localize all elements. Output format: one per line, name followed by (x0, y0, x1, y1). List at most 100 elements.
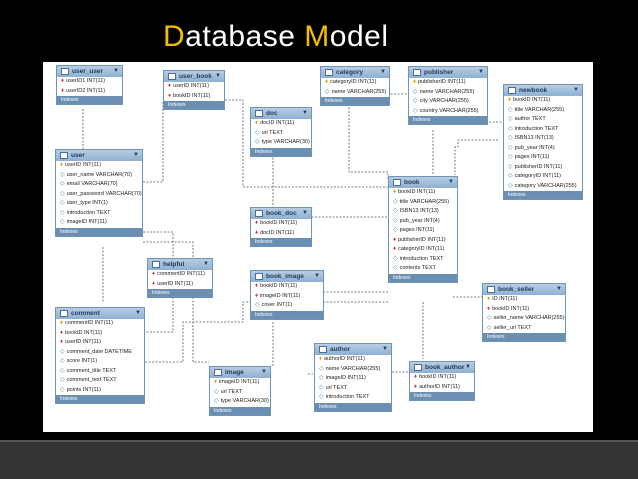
table-helpful[interactable]: helpful▼ ♦commentID INT(11)♦userID INT(1… (147, 258, 213, 298)
column-row[interactable]: ♦bookID INT(11) (483, 305, 565, 315)
indexes-bar[interactable]: Indexes (315, 402, 391, 411)
column-row[interactable]: ♦bookID INT(11) (389, 188, 457, 198)
column-row[interactable]: ♦bookID INT(11) (164, 92, 224, 102)
column-row[interactable]: ♦publisherID INT(11) (409, 78, 487, 88)
table-book_doc[interactable]: book_doc▼ ♦bookID INT(11)♦docID INT(11) … (250, 207, 312, 247)
column-row[interactable]: ◇category VARCHAR(255) (504, 182, 582, 192)
column-row[interactable]: ♦userID2 INT(11) (57, 87, 122, 97)
indexes-bar[interactable]: Indexes (483, 333, 565, 341)
table-category[interactable]: category▼ ♦categoryID INT(11)◇name VARCH… (320, 66, 390, 106)
table-book[interactable]: book▼ ♦bookID INT(11)◇title VARCHAR(255)… (388, 176, 458, 283)
indexes-bar[interactable]: Indexes (389, 273, 457, 282)
chevron-down-icon[interactable]: ▼ (573, 87, 579, 93)
indexes-bar[interactable]: Indexes (148, 289, 212, 297)
column-row[interactable]: ♦publisherID INT(11) (389, 236, 457, 246)
table-book_image[interactable]: book_image▼ ♦bookID INT(11)♦imageID INT(… (250, 270, 324, 320)
column-row[interactable]: ◇author TEXT (504, 115, 582, 125)
indexes-bar[interactable]: Indexes (251, 238, 311, 246)
column-row[interactable]: ◇name VARCHAR(255) (321, 88, 389, 98)
column-row[interactable]: ◇user_name VARCHAR(70) (56, 171, 142, 181)
column-row[interactable]: ◇url TEXT (251, 129, 311, 139)
column-row[interactable]: ♦commentID INT(11) (148, 270, 212, 280)
chevron-down-icon[interactable]: ▼ (215, 73, 221, 79)
column-row[interactable]: ◇categoryID INT(11) (504, 172, 582, 182)
column-row[interactable]: ♦commentID INT(11) (56, 319, 144, 329)
column-row[interactable]: ◇imageID INT(11) (56, 218, 142, 228)
column-row[interactable]: ◇publisherID INT(11) (504, 163, 582, 173)
indexes-bar[interactable]: Indexes (251, 147, 311, 156)
column-row[interactable]: ◇comment_date DATETIME (56, 348, 144, 358)
column-row[interactable]: ♦categoryID INT(11) (389, 245, 457, 255)
column-row[interactable]: ◇title VARCHAR(255) (389, 198, 457, 208)
chevron-down-icon[interactable]: ▼ (380, 69, 386, 75)
table-book_seller[interactable]: book_seller▼ ♦ID INT(11)♦bookID INT(11)◇… (482, 283, 566, 342)
table-comment[interactable]: comment▼ ♦commentID INT(11)♦bookID INT(1… (55, 307, 145, 404)
table-user[interactable]: user▼ ♦userID INT(11)◇user_name VARCHAR(… (55, 149, 143, 237)
column-row[interactable]: ◇seller_url TEXT (483, 324, 565, 334)
indexes-bar[interactable]: Indexes (251, 310, 323, 319)
chevron-down-icon[interactable]: ▼ (382, 346, 388, 352)
column-row[interactable]: ♦docID INT(11) (251, 229, 311, 239)
chevron-down-icon[interactable]: ▼ (302, 110, 308, 116)
column-row[interactable]: ♦userID INT(11) (148, 280, 212, 290)
column-row[interactable]: ◇ISBN13 INT(13) (389, 207, 457, 217)
column-row[interactable]: ◇contents TEXT (389, 264, 457, 274)
column-row[interactable]: ◇type VARCHAR(30) (251, 138, 311, 148)
indexes-bar[interactable]: Indexes (164, 101, 224, 109)
column-row[interactable]: ◇ISBN13 INT(13) (504, 134, 582, 144)
column-row[interactable]: ◇points INT(11) (56, 386, 144, 396)
column-row[interactable]: ♦bookID INT(11) (251, 282, 323, 292)
column-row[interactable]: ♦userID INT(11) (164, 82, 224, 92)
indexes-bar[interactable]: Indexes (56, 395, 144, 403)
chevron-down-icon[interactable]: ▼ (203, 261, 209, 267)
column-row[interactable]: ♦userID1 INT(11) (57, 77, 122, 87)
chevron-down-icon[interactable]: ▼ (135, 310, 141, 316)
chevron-down-icon[interactable]: ▼ (302, 210, 308, 216)
column-row[interactable]: ◇pub_year INT(4) (389, 217, 457, 227)
indexes-bar[interactable]: Indexes (504, 191, 582, 199)
column-row[interactable]: ◇introduction TEXT (504, 125, 582, 135)
table-newbook[interactable]: newbook▼ ♦bookID INT(11)◇title VARCHAR(2… (503, 84, 583, 200)
indexes-bar[interactable]: Indexes (321, 97, 389, 105)
column-row[interactable]: ♦userID INT(11) (56, 161, 142, 171)
chevron-down-icon[interactable]: ▼ (448, 179, 454, 185)
column-row[interactable]: ◇introduction TEXT (56, 209, 142, 219)
table-user_book[interactable]: user_book▼ ♦userID INT(11)♦bookID INT(11… (163, 70, 225, 110)
indexes-bar[interactable]: Indexes (410, 392, 474, 400)
table-book_author[interactable]: book_author▼ ♦bookID INT(11)♦authorID IN… (409, 361, 475, 401)
column-row[interactable]: ♦bookID INT(11) (251, 219, 311, 229)
column-row[interactable]: ◇name VARCHAR(255) (315, 365, 391, 375)
chevron-down-icon[interactable]: ▼ (556, 286, 562, 292)
chevron-down-icon[interactable]: ▼ (314, 273, 320, 279)
column-row[interactable]: ◇city VARCHAR(255) (409, 97, 487, 107)
column-row[interactable]: ♦ID INT(11) (483, 295, 565, 305)
column-row[interactable]: ♦userID INT(11) (56, 338, 144, 348)
indexes-bar[interactable]: Indexes (409, 116, 487, 124)
chevron-down-icon[interactable]: ▼ (133, 152, 139, 158)
table-image[interactable]: image▼ ♦imageID INT(11)◇url TEXT◇type VA… (209, 366, 271, 416)
column-row[interactable]: ♦authorID INT(11) (410, 383, 474, 393)
table-author[interactable]: author▼ ♦authorID INT(11)◇name VARCHAR(2… (314, 343, 392, 412)
column-row[interactable]: ♦docID INT(11) (251, 119, 311, 129)
column-row[interactable]: ◇comment_text TEXT (56, 376, 144, 386)
chevron-down-icon[interactable]: ▼ (113, 68, 119, 74)
indexes-bar[interactable]: Indexes (210, 406, 270, 415)
column-row[interactable]: ◇pub_year INT(4) (504, 144, 582, 154)
column-row[interactable]: ◇pages INT(11) (504, 153, 582, 163)
column-row[interactable]: ♦bookID INT(11) (504, 96, 582, 106)
column-row[interactable]: ◇user_password VARCHAR(70) (56, 190, 142, 200)
column-row[interactable]: ◇url TEXT (210, 388, 270, 398)
column-row[interactable]: ◇url TEXT (315, 384, 391, 394)
column-row[interactable]: ◇seller_name VARCHAR(255) (483, 314, 565, 324)
column-row[interactable]: ◇comment_title TEXT (56, 367, 144, 377)
column-row[interactable]: ◇introduction TEXT (389, 255, 457, 265)
column-row[interactable]: ♦categoryID INT(11) (321, 78, 389, 88)
column-row[interactable]: ◇country VARCHAR(255) (409, 107, 487, 117)
column-row[interactable]: ♦bookID INT(11) (410, 373, 474, 383)
column-row[interactable]: ♦imageID INT(11) (251, 292, 323, 302)
chevron-down-icon[interactable]: ▼ (465, 364, 471, 370)
column-row[interactable]: ◇name VARCHAR(255) (409, 88, 487, 98)
chevron-down-icon[interactable]: ▼ (478, 69, 484, 75)
indexes-bar[interactable]: Indexes (57, 96, 122, 104)
column-row[interactable]: ♦imageID INT(11) (210, 378, 270, 388)
